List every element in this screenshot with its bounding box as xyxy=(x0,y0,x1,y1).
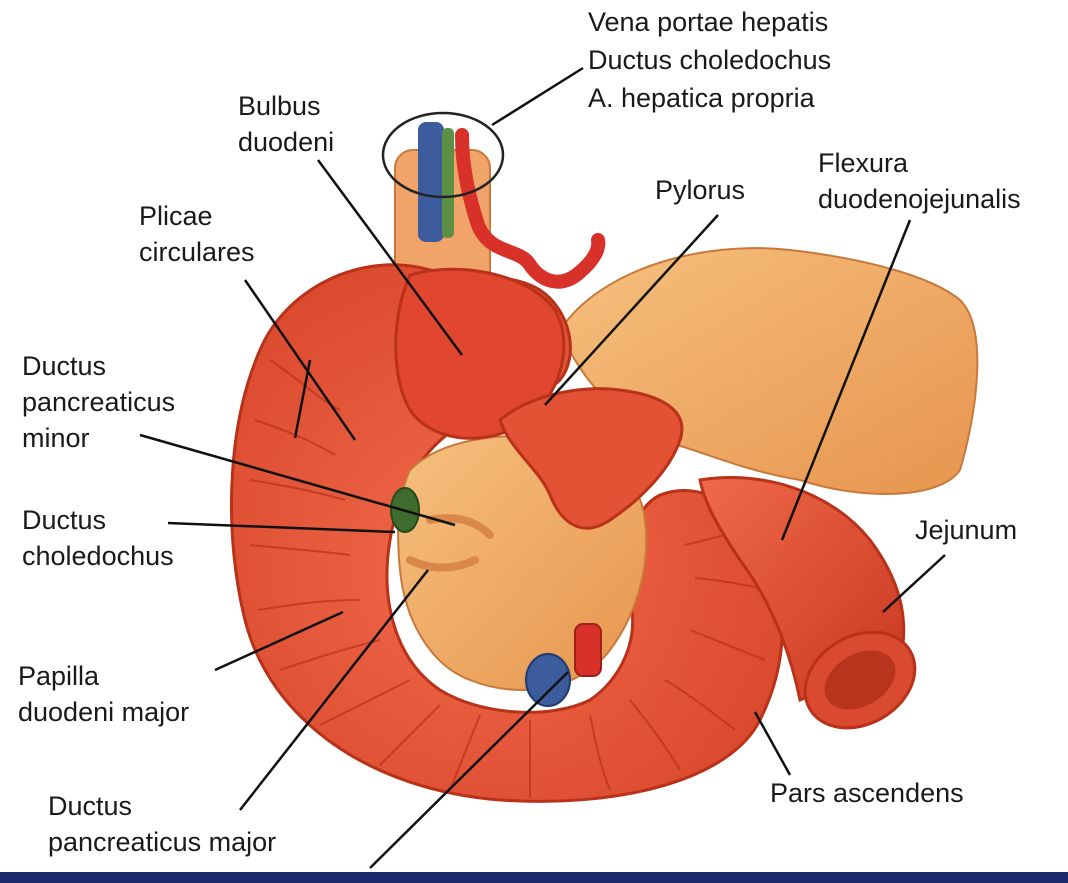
label-pylorus: Pylorus xyxy=(655,172,745,208)
label-pars-ascendens: Pars ascendens xyxy=(770,775,964,811)
label-plicae: Plicae circulares xyxy=(139,198,255,270)
bile-duct-top xyxy=(442,128,454,238)
mesenteric-vein xyxy=(526,654,570,706)
label-pancreaticus-minor: Ductus pancreaticus minor xyxy=(22,348,175,456)
label-vena-portae: Vena portae hepatis xyxy=(588,4,828,40)
vena-portae xyxy=(418,122,444,242)
label-bulbus-duodeni: Bulbus duodeni xyxy=(238,88,334,160)
mesenteric-artery xyxy=(575,624,601,676)
footer-bar xyxy=(0,872,1068,883)
label-pancreaticus-major: Ductus pancreaticus major xyxy=(48,788,276,860)
label-flexura: Flexura duodenojejunalis xyxy=(818,145,1021,217)
label-a-hepatica: A. hepatica propria xyxy=(588,80,815,116)
label-choledochus-left: Ductus choledochus xyxy=(22,502,174,574)
label-jejunum: Jejunum xyxy=(915,512,1017,548)
label-papilla: Papilla duodeni major xyxy=(18,658,189,730)
label-ductus-choledochus-top: Ductus choledochus xyxy=(588,42,831,78)
